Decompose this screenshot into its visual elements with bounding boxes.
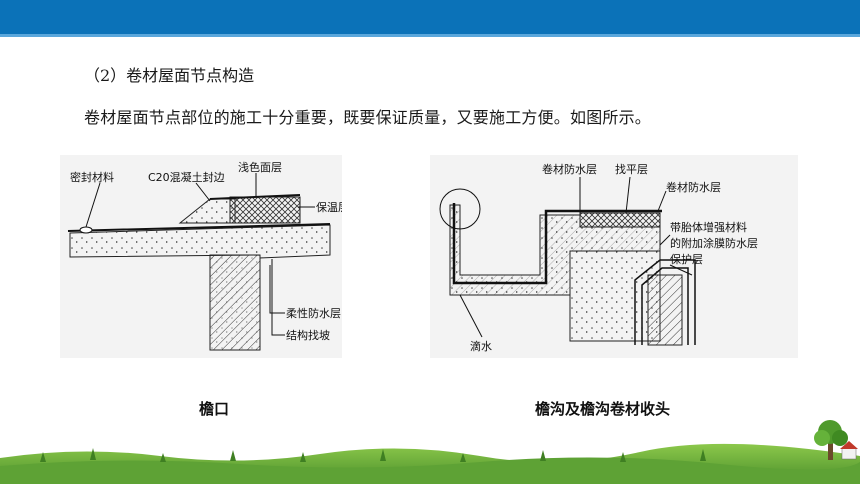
label-roll-waterproof-1: 卷材防水层 (542, 162, 597, 176)
label-reinforced-line1: 带胎体增强材料 (670, 220, 747, 234)
intro-text: 卷材屋面节点部位的施工十分重要，既要保证质量，又要施工方便。如图所示。 (84, 108, 652, 127)
label-structural-slope: 结构找坡 (286, 328, 330, 342)
concrete-edge-seal (178, 198, 236, 224)
label-light-surface: 浅色面层 (238, 160, 282, 174)
wall-column (209, 254, 261, 351)
gutter-diagram: 卷材防水层 找平层 卷材防水层 带胎体增强材料 的附加涂膜防水层 保护层 滴水 (430, 155, 798, 358)
label-concrete-seal: C20混凝土封边 (148, 170, 225, 184)
header-bar (0, 0, 860, 34)
detail-circle (439, 188, 481, 230)
sealant-dot (79, 226, 93, 234)
label-reinforced-line2: 的附加涂膜防水层 (670, 236, 758, 250)
gutter-membrane (452, 203, 662, 285)
section-subtitle: （2）卷材屋面节点构造 (84, 66, 255, 85)
caption-gutter: 檐沟及檐沟卷材收头 (535, 400, 671, 418)
header-accent-line (0, 34, 860, 37)
insulation-block (229, 196, 301, 224)
label-leveling: 找平层 (615, 162, 648, 176)
end-detail (634, 259, 696, 346)
flexible-waterproof-line (67, 223, 331, 232)
label-insulation: 保温层 (316, 200, 342, 214)
label-drip: 滴水 (470, 339, 492, 353)
eave-diagram: 密封材料 C20混凝土封边 浅色面层 保温层 柔性防水层 结构找坡 (60, 155, 342, 358)
support-wall (569, 250, 661, 342)
label-sealant: 密封材料 (70, 170, 114, 184)
label-flexible-waterproof: 柔性防水层 (286, 306, 341, 320)
caption-eave: 檐口 (199, 400, 230, 418)
insulation-layer (579, 212, 661, 228)
grass-and-tree-icon (0, 420, 860, 484)
label-protective: 保护层 (670, 252, 703, 266)
label-roll-waterproof-2: 卷材防水层 (666, 180, 721, 194)
